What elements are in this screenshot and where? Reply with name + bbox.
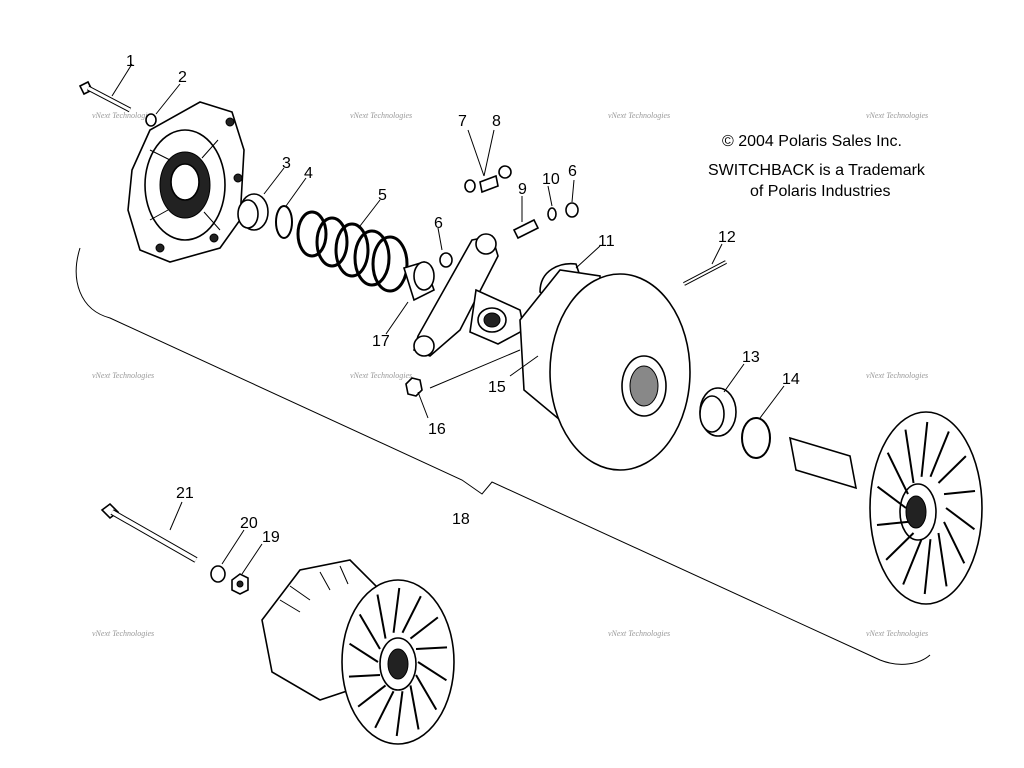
sheave-spoke xyxy=(348,674,381,678)
part-7-8-shaft xyxy=(464,165,512,194)
callout-4: 4 xyxy=(304,165,313,182)
fixed-sheave xyxy=(788,411,983,605)
watermark: vNext Technologies xyxy=(866,111,928,120)
part-5-spring xyxy=(296,210,409,293)
clutch-sheave-spokes xyxy=(348,587,448,737)
sheave-spoke xyxy=(357,684,387,708)
part-19-nut xyxy=(231,573,249,595)
callout-15: 15 xyxy=(488,379,506,396)
sheave-spoke xyxy=(945,507,976,531)
part-13-bushing xyxy=(699,387,737,437)
sheave-spoke xyxy=(876,520,909,526)
sheave-spoke xyxy=(904,429,915,484)
part-3-bushing xyxy=(237,193,269,231)
callout-21: 21 xyxy=(176,485,194,502)
helix-spider xyxy=(413,233,525,357)
sheave-spoke xyxy=(392,587,401,633)
callout-6: 6 xyxy=(568,163,577,180)
callout-13: 13 xyxy=(742,349,760,366)
callout-16: 16 xyxy=(428,421,446,438)
callout-18: 18 xyxy=(452,511,470,528)
sheave-spoke xyxy=(902,538,923,585)
trademark-owner-line: of Polaris Industries xyxy=(750,183,891,200)
part-17-bushing xyxy=(402,261,435,302)
sheave-spoke xyxy=(349,642,379,663)
callout-20: 20 xyxy=(240,515,258,532)
assembled-clutch xyxy=(261,559,455,745)
callout-11: 11 xyxy=(598,233,615,250)
sheave-spoke xyxy=(401,595,422,634)
callout-19: 19 xyxy=(262,529,280,546)
watermark: vNext Technologies xyxy=(608,629,670,638)
leader-lines xyxy=(111,63,785,575)
part-21-bolt xyxy=(100,502,198,563)
sheave-spoke xyxy=(415,646,448,650)
sheave-spoke xyxy=(374,690,395,729)
part-20-washer xyxy=(210,565,226,583)
callout-9: 9 xyxy=(518,181,527,198)
watermark: vNext Technologies xyxy=(92,371,154,380)
sheave-spoke xyxy=(409,616,439,640)
part-6-roller xyxy=(565,202,579,218)
watermark: vNext Technologies xyxy=(350,371,412,380)
part-4-snap-ring xyxy=(275,205,293,239)
sheave-spoke xyxy=(876,485,907,509)
fixed-sheave-spokes xyxy=(876,421,976,595)
part-10-washer xyxy=(547,207,557,221)
sheave-spoke xyxy=(395,691,404,737)
callout-10: 10 xyxy=(542,171,560,188)
watermark: vNext Technologies xyxy=(608,111,670,120)
assembly-bracket xyxy=(75,247,931,665)
part-16-nut xyxy=(405,377,423,397)
callout-14: 14 xyxy=(782,371,800,388)
copyright-block: © 2004 Polaris Sales Inc. SWITCHBACK is … xyxy=(708,133,926,200)
watermark: vNext Technologies xyxy=(92,111,154,120)
callout-7: 7 xyxy=(458,113,467,130)
sheave-spoke xyxy=(358,613,381,650)
sheave-spoke xyxy=(937,455,967,484)
sheave-spoke xyxy=(923,539,932,595)
callout-17: 17 xyxy=(372,333,390,350)
copyright-line: © 2004 Polaris Sales Inc. xyxy=(722,133,902,150)
sheave-spoke xyxy=(409,685,420,730)
callout-1: 1 xyxy=(126,53,135,70)
part-2-washer xyxy=(145,113,157,127)
sheave-spoke xyxy=(885,532,915,561)
sheave-spoke xyxy=(943,490,976,496)
callouts: 1 2 3 4 5 6 6 7 8 9 10 11 12 13 14 15 16… xyxy=(126,53,800,546)
callout-8: 8 xyxy=(492,113,501,130)
sheave-spoke xyxy=(920,421,929,477)
watermark: vNext Technologies xyxy=(350,111,412,120)
sheave-spoke xyxy=(943,521,966,564)
part-12-pin xyxy=(683,260,727,286)
sheave-spoke xyxy=(886,452,909,495)
moveable-sheave xyxy=(519,269,691,471)
callout-2: 2 xyxy=(178,69,187,86)
callout-3: 3 xyxy=(282,155,291,172)
callout-5: 5 xyxy=(378,187,387,204)
trademark-line: SWITCHBACK is a Trademark xyxy=(708,162,926,179)
sheave-spoke xyxy=(929,431,950,478)
part-1-bolt xyxy=(78,80,132,113)
sheave-spoke xyxy=(417,661,447,682)
part-9-pin xyxy=(512,218,540,240)
watermark: vNext Technologies xyxy=(92,629,154,638)
sheave-spoke xyxy=(376,594,387,639)
sheave-spoke xyxy=(937,532,948,587)
sheave-spoke xyxy=(415,674,438,711)
part-14-ring xyxy=(741,417,771,459)
watermark: vNext Technologies xyxy=(866,629,928,638)
driven-cover xyxy=(127,101,245,263)
part-6-roller xyxy=(439,252,453,268)
callout-6: 6 xyxy=(434,215,443,232)
callout-12: 12 xyxy=(718,229,736,246)
watermark: vNext Technologies xyxy=(866,371,928,380)
